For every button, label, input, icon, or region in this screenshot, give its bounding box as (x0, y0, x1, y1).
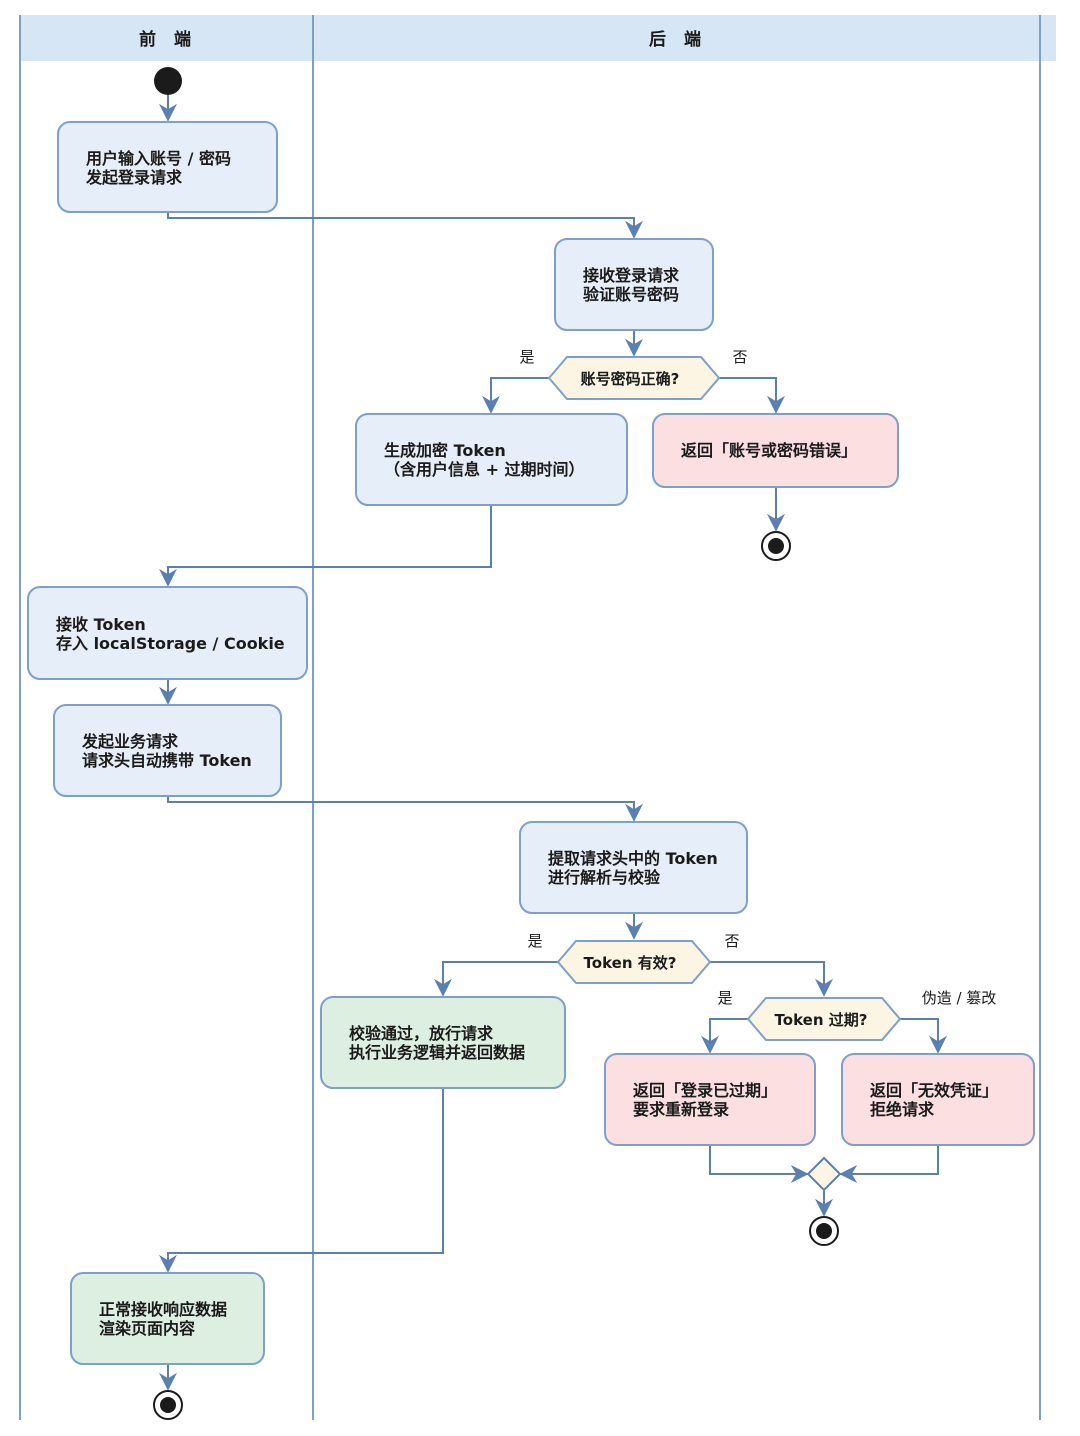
decision-token-expired: Token 过期? (746, 997, 902, 1041)
node-invalid-return-line1: 返回「无效凭证」 (870, 1081, 998, 1100)
edge-invalid-to-merge (839, 1145, 939, 1183)
node-invalid-return: 返回「无效凭证」 拒绝请求 (841, 1053, 1035, 1146)
lane-title-backend: 后 端 (649, 29, 707, 50)
node-gen-token-line1: 生成加密 Token (384, 441, 506, 460)
node-return-wrong-line1: 返回「账号或密码错误」 (681, 441, 857, 460)
edge-cred-yes (482, 377, 549, 414)
merge-diamond (806, 1156, 842, 1192)
edge-label-valid-yes: 是 (527, 932, 542, 950)
node-login-input-line2: 发起登录请求 (85, 168, 183, 187)
swimlanes: 前 端 后 端 (19, 15, 1056, 1420)
node-receive-login-line2: 验证账号密码 (583, 285, 679, 304)
node-gen-token: 生成加密 Token （含用户信息 + 过期时间） (355, 413, 628, 506)
node-login-input-line1: 用户输入账号 / 密码 (86, 149, 231, 168)
node-parse-token-line1: 提取请求头中的 Token (548, 849, 718, 868)
node-return-wrong: 返回「账号或密码错误」 (652, 413, 899, 488)
edge-expired-to-merge (709, 1145, 809, 1183)
node-expired-return-line2: 要求重新登录 (633, 1100, 729, 1119)
decision-credentials-text: 账号密码正确? (581, 370, 680, 388)
edge-forged (900, 1018, 947, 1054)
edge-label-cred-yes: 是 (519, 348, 534, 366)
node-pass-line2: 执行业务逻辑并返回数据 (349, 1043, 525, 1062)
decision-token-expired-text: Token 过期? (775, 1011, 868, 1029)
edge-valid-no (710, 961, 833, 997)
node-invalid-return-line2: 拒绝请求 (870, 1100, 935, 1119)
node-store-token-line1: 接收 Token (56, 615, 146, 634)
end-node-wrong (761, 531, 791, 561)
edge-valid-yes (434, 961, 558, 997)
end-node-render (153, 1390, 183, 1420)
node-expired-return: 返回「登录已过期」 要求重新登录 (604, 1053, 816, 1146)
node-parse-token-line2: 进行解析与校验 (548, 868, 661, 887)
edge-label-forged: 伪造 / 篡改 (922, 989, 997, 1007)
node-send-business-line1: 发起业务请求 (81, 732, 179, 751)
edge-login-to-receive (167, 212, 643, 239)
decision-token-valid: Token 有效? (556, 940, 712, 984)
decision-token-valid-text: Token 有效? (584, 954, 677, 972)
end-node-token-error (809, 1216, 839, 1246)
edge-send-to-parse (167, 796, 643, 822)
node-send-business-line2: 请求头自动携带 Token (82, 751, 252, 770)
edge-cred-no (719, 377, 785, 414)
node-render-line2: 渲染页面内容 (99, 1319, 195, 1338)
edges (159, 95, 947, 1391)
node-render-line1: 正常接收响应数据 (99, 1300, 227, 1319)
node-render: 正常接收响应数据 渲染页面内容 (70, 1272, 265, 1365)
decision-credentials: 账号密码正确? (547, 356, 721, 400)
edge-label-expired-yes: 是 (717, 989, 732, 1007)
lane-title-frontend: 前 端 (139, 29, 197, 50)
node-store-token: 接收 Token 存入 localStorage / Cookie (27, 586, 308, 680)
edge-pass-to-render (159, 1088, 444, 1273)
node-store-token-line2: 存入 localStorage / Cookie (56, 634, 285, 653)
node-pass-line1: 校验通过，放行请求 (349, 1024, 494, 1043)
node-login-input: 用户输入账号 / 密码 发起登录请求 (57, 121, 278, 213)
lane-header-bar (20, 15, 1056, 61)
node-gen-token-line2: （含用户信息 + 过期时间） (384, 460, 585, 479)
node-expired-return-line1: 返回「登录已过期」 (633, 1081, 777, 1100)
node-receive-login: 接收登录请求 验证账号密码 (554, 238, 714, 331)
node-pass: 校验通过，放行请求 执行业务逻辑并返回数据 (320, 996, 566, 1089)
node-receive-login-line1: 接收登录请求 (583, 266, 680, 285)
edge-gen-to-store (159, 505, 492, 587)
edge-expired-yes (701, 1018, 748, 1054)
edge-label-cred-no: 否 (732, 348, 747, 366)
node-send-business: 发起业务请求 请求头自动携带 Token (53, 704, 282, 797)
start-node (154, 67, 182, 95)
edge-label-valid-no: 否 (724, 932, 739, 950)
node-parse-token: 提取请求头中的 Token 进行解析与校验 (519, 821, 748, 914)
